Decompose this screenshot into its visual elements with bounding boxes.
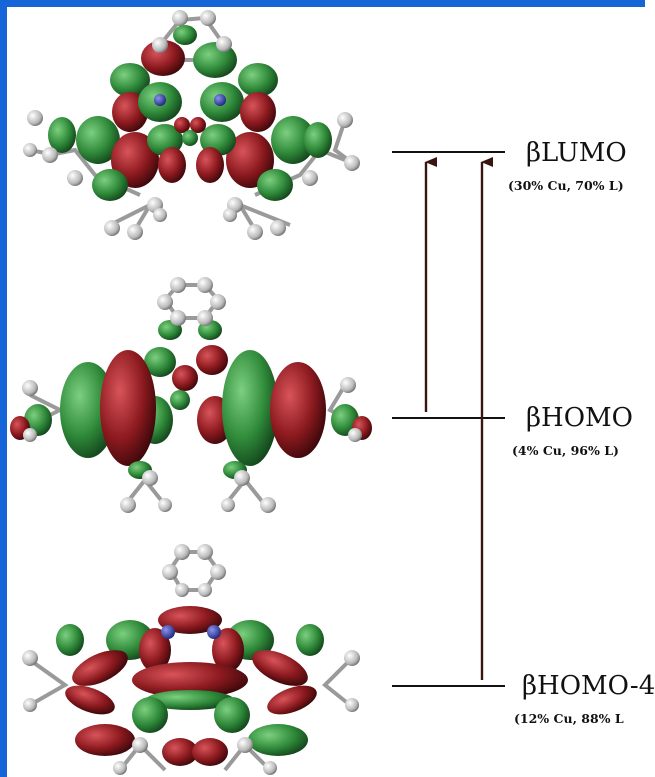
frame-top-border [0, 0, 645, 7]
lumo-orbital-molecule [23, 10, 360, 240]
frame-left-border [0, 0, 7, 777]
level-composition-lumo: (30% Cu, 70% L) [508, 178, 624, 193]
level-label-lumo: βLUMO [526, 138, 627, 168]
homo-orbital-molecule [10, 277, 372, 513]
level-composition-homo4: (12% Cu, 88% L [514, 711, 624, 726]
homo4-orbital-molecule [22, 544, 360, 775]
level-composition-homo: (4% Cu, 96% L) [512, 443, 619, 458]
level-label-homo4: βHOMO-4 [522, 671, 655, 701]
level-label-homo: βHOMO [526, 403, 633, 433]
